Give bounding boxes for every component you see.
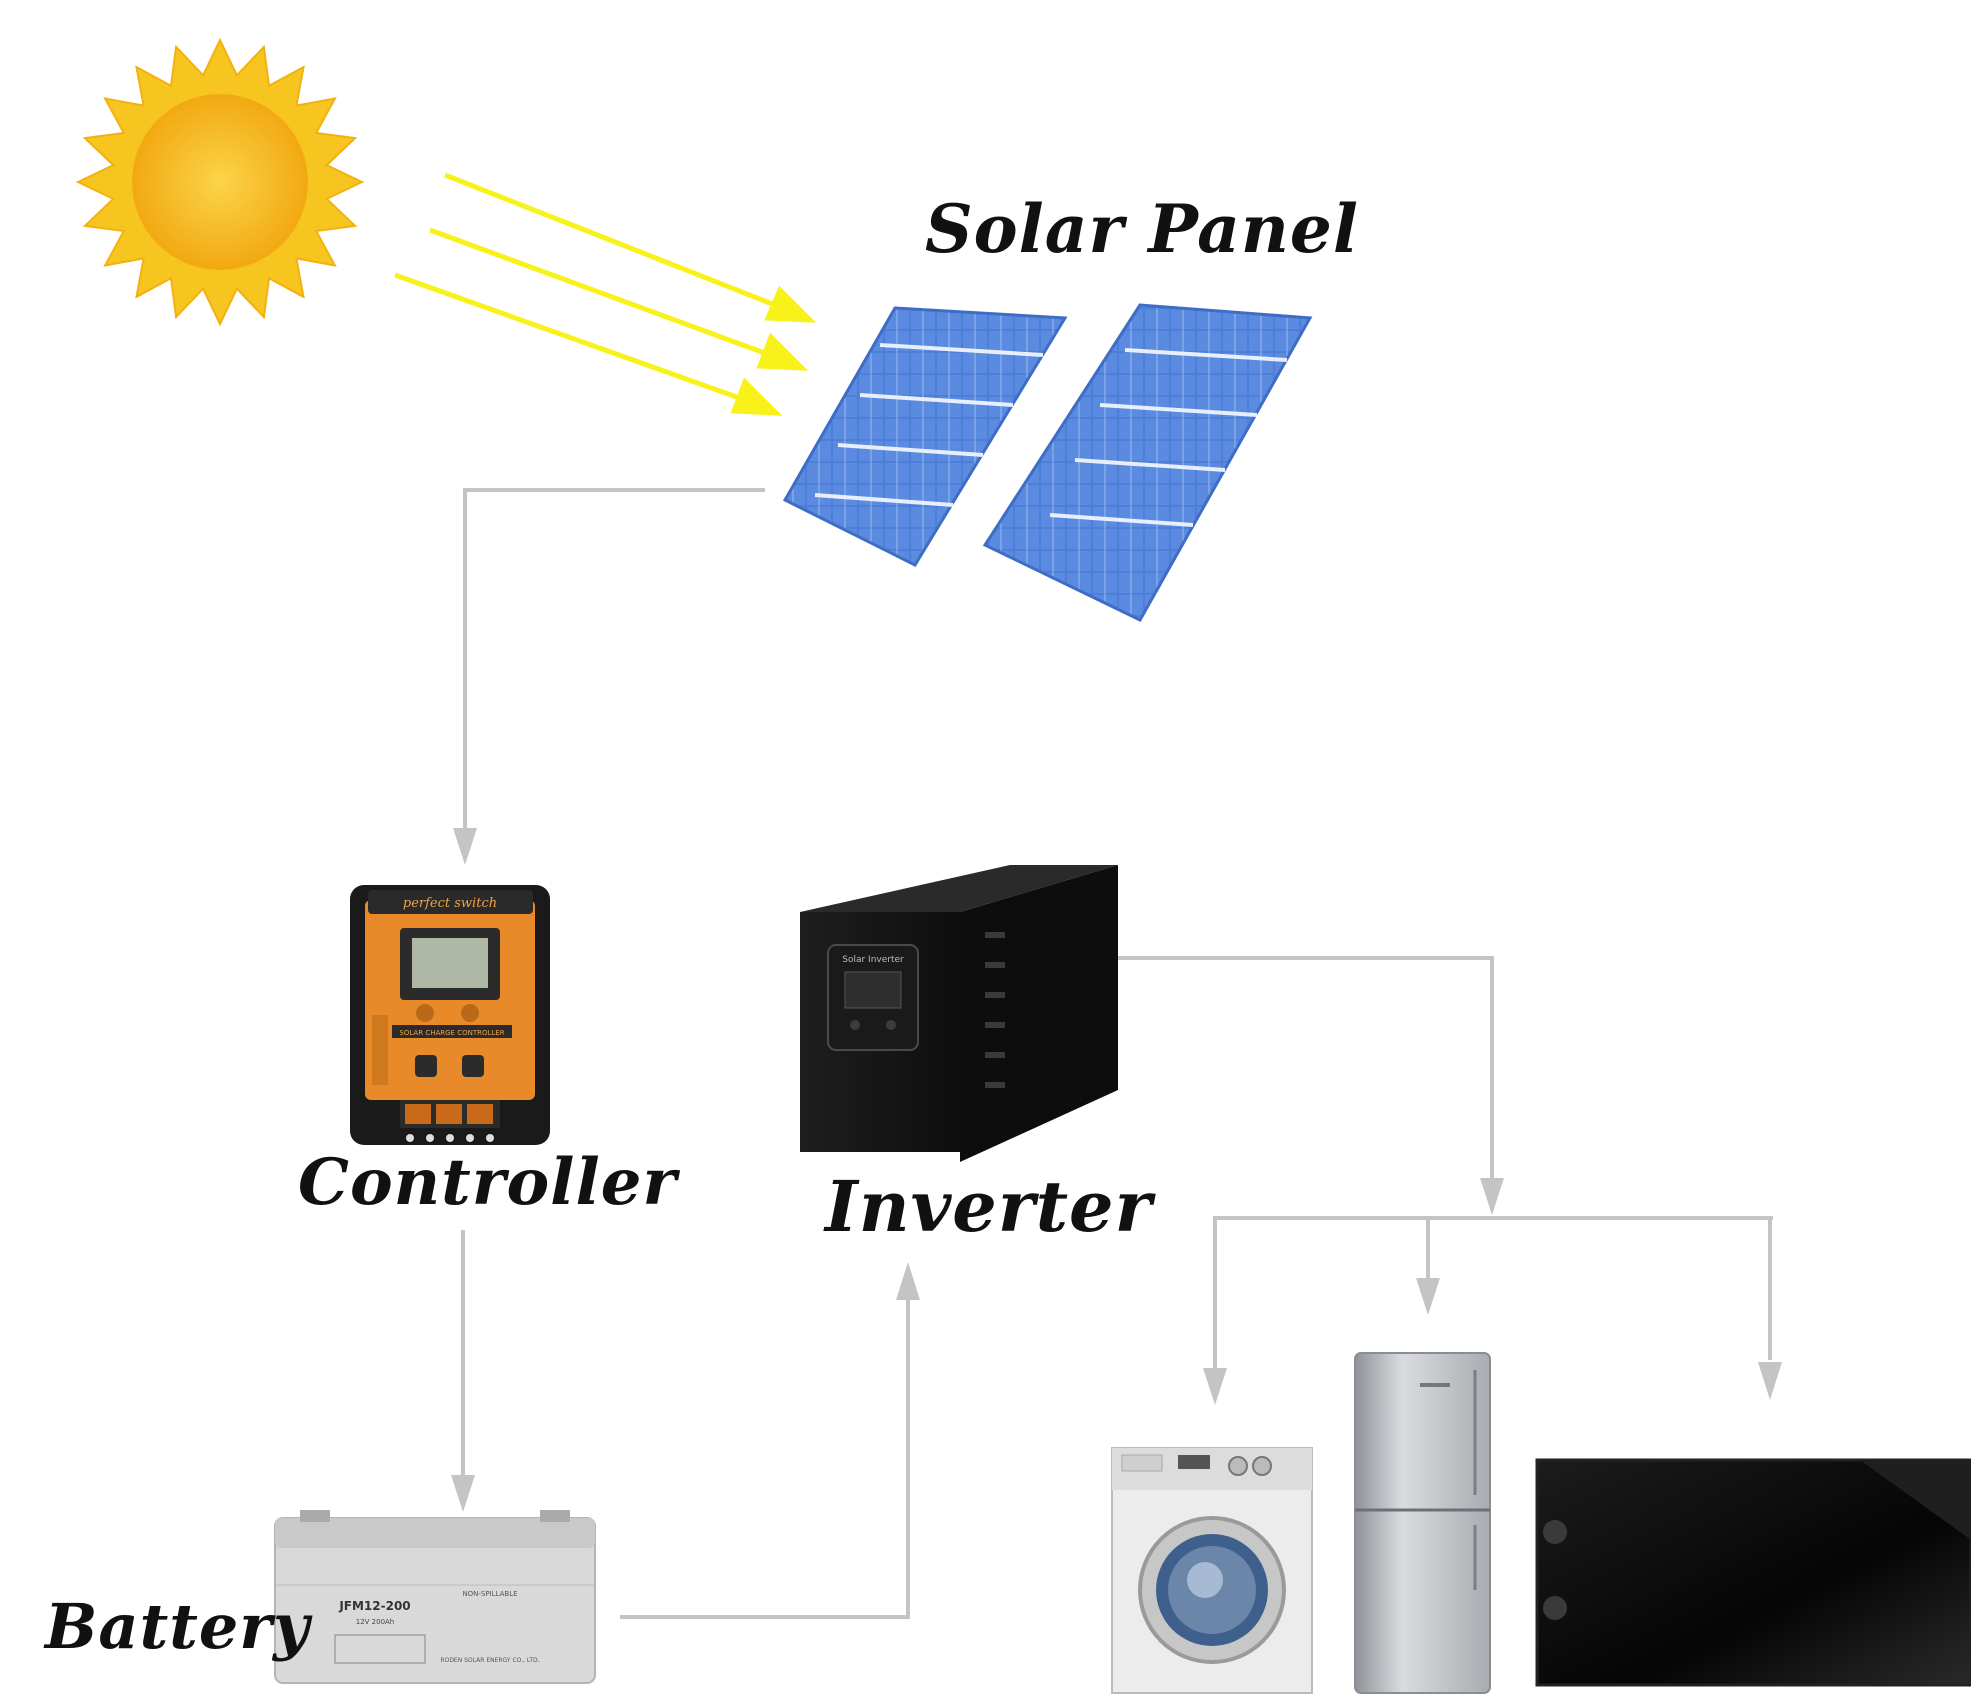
- battery-unit: JFM12-200 12V 200Ah NON-SPILLABLE RODEN …: [274, 1510, 596, 1684]
- battery-maker: RODEN SOLAR ENERGY CO., LTD.: [440, 1657, 539, 1664]
- inverter-unit: Solar Inverter: [800, 865, 1118, 1162]
- solar-panel-label: Solar Panel: [925, 190, 1359, 268]
- sun-rays: [394, 172, 817, 416]
- washing-machine: [1111, 1447, 1313, 1694]
- battery-model: JFM12-200: [338, 1599, 410, 1613]
- solar-panel-right: [982, 303, 1313, 622]
- arrowheads: [451, 828, 1782, 1512]
- controller-strip-label: SOLAR CHARGE CONTROLLER: [399, 1029, 504, 1037]
- connectors: [461, 488, 1773, 1619]
- sun-icon: [75, 37, 365, 327]
- television: [1535, 1458, 1971, 1687]
- battery-spill: NON-SPILLABLE: [462, 1590, 517, 1598]
- controller-label: Controller: [298, 1145, 678, 1220]
- solar-panel-left: [782, 306, 1068, 567]
- battery-subtitle: 12V 200Ah: [356, 1618, 395, 1626]
- refrigerator: [1354, 1352, 1491, 1694]
- battery-label: Battery: [45, 1590, 310, 1663]
- inverter-label: Inverter: [825, 1165, 1153, 1248]
- controller-brand: perfect switch: [403, 896, 497, 911]
- inverter-badge: Solar Inverter: [842, 955, 904, 965]
- charge-controller: perfect switch SOLAR CHARGE CONTROLLER: [350, 885, 550, 1145]
